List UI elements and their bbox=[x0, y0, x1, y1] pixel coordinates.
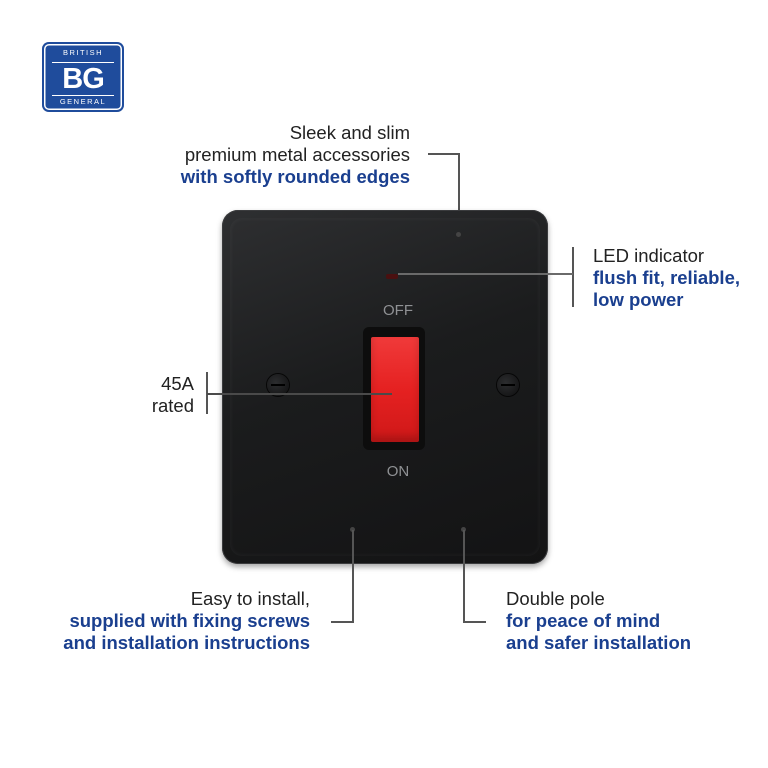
callout-install: Easy to install, supplied with fixing sc… bbox=[20, 588, 310, 654]
leader-pole-v bbox=[463, 530, 465, 622]
on-label: ON bbox=[386, 463, 410, 480]
logo-mark: BG bbox=[52, 62, 114, 96]
fixing-screw-right bbox=[497, 374, 519, 396]
leader-install-v bbox=[352, 530, 354, 622]
callout-install-line2: supplied with fixing screws bbox=[69, 610, 310, 631]
leader-led-h bbox=[398, 273, 573, 275]
rocker-switch[interactable] bbox=[371, 337, 419, 442]
logo-bottom-text: GENERAL bbox=[59, 97, 107, 106]
callout-led-line3: low power bbox=[593, 289, 684, 310]
callout-pole-line3: and safer installation bbox=[506, 632, 692, 653]
callout-design-line2: premium metal accessories bbox=[184, 144, 410, 165]
leader-install-dot bbox=[350, 527, 355, 532]
leader-design-dot bbox=[456, 232, 461, 237]
leader-led-bar bbox=[572, 247, 574, 307]
switch-plate: OFF ON bbox=[222, 210, 548, 564]
fixing-screw-left bbox=[267, 374, 289, 396]
rocker-housing bbox=[363, 327, 425, 450]
callout-design-line3: with softly rounded edges bbox=[180, 166, 410, 187]
callout-led-line2: flush fit, reliable, bbox=[593, 267, 740, 288]
callout-rating-line2: rated bbox=[151, 395, 194, 416]
leader-rating-h bbox=[207, 393, 392, 395]
leader-pole-h bbox=[463, 621, 486, 623]
callout-design: Sleek and slim premium metal accessories… bbox=[110, 122, 410, 188]
leader-pole-dot bbox=[461, 527, 466, 532]
brand-logo: BRITISH BG GENERAL bbox=[42, 42, 124, 112]
leader-install-h bbox=[331, 621, 354, 623]
off-label: OFF bbox=[383, 302, 413, 319]
callout-pole-line2: for peace of mind bbox=[506, 610, 661, 631]
led-indicator bbox=[386, 274, 398, 279]
callout-rating-line1: 45A bbox=[161, 373, 194, 394]
leader-design-h bbox=[428, 153, 459, 155]
callout-pole: Double pole for peace of mind and safer … bbox=[506, 588, 756, 654]
callout-led: LED indicator flush fit, reliable, low p… bbox=[593, 245, 763, 311]
logo-top-text: BRITISH bbox=[62, 48, 104, 57]
leader-rating-bar bbox=[206, 372, 208, 414]
callout-install-line1: Easy to install, bbox=[190, 588, 310, 609]
callout-pole-line1: Double pole bbox=[506, 588, 605, 609]
leader-design-v bbox=[458, 153, 460, 235]
callout-install-line3: and installation instructions bbox=[63, 632, 310, 653]
callout-rating: 45A rated bbox=[100, 373, 194, 417]
callout-led-line1: LED indicator bbox=[593, 245, 705, 266]
callout-design-line1: Sleek and slim bbox=[289, 122, 410, 143]
